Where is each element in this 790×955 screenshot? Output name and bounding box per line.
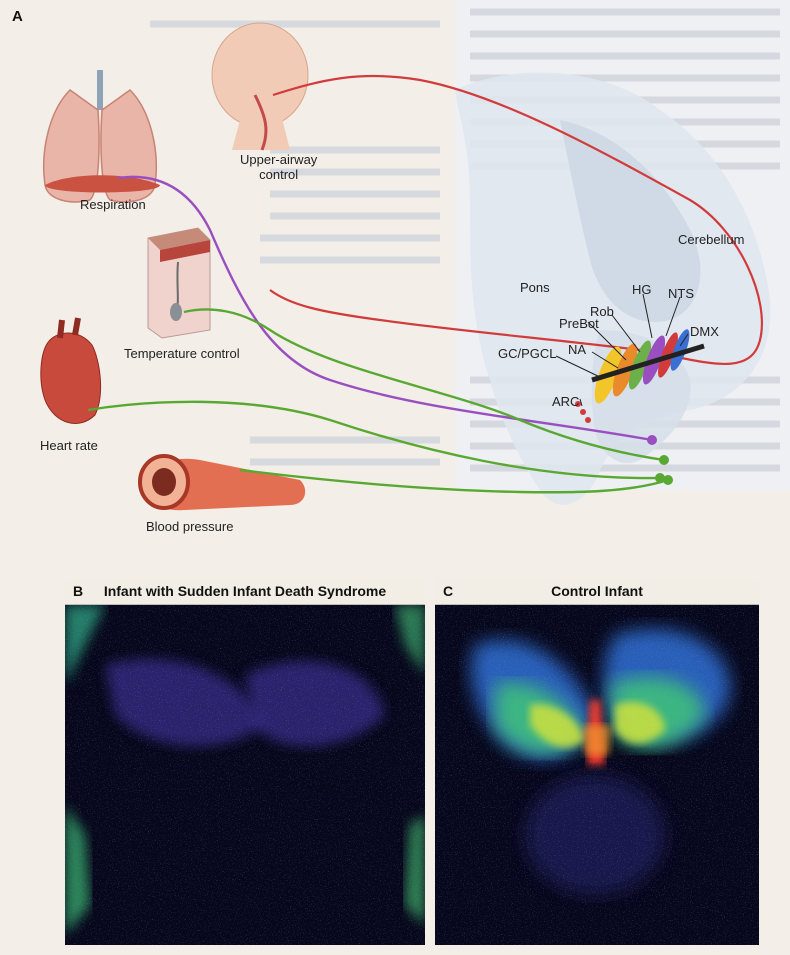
brainstem-nuclei [575, 327, 704, 423]
upper-airway-pathway [270, 76, 762, 364]
temperature-pathway [184, 309, 664, 460]
heart-rate-label: Heart rate [40, 438, 98, 453]
panel-b-header: B Infant with Sudden Infant Death Syndro… [65, 578, 425, 605]
blood-pressure-label: Blood pressure [146, 519, 233, 534]
blood-vessel-illustration [140, 456, 305, 510]
panel-b-scan-image [65, 605, 425, 945]
pons-label: Pons [520, 280, 550, 295]
panel-b-title: Infant with Sudden Infant Death Syndrome [65, 578, 425, 604]
na-label: NA [568, 342, 586, 357]
hg-label: HG [632, 282, 652, 297]
panel-c-header: C Control Infant [435, 578, 759, 605]
panel-c-scan-image [435, 605, 759, 945]
infant-head-illustration [212, 23, 308, 150]
gc-pgcl-label: GC/PGCL [498, 346, 557, 361]
nts-label: NTS [668, 286, 694, 301]
respiration-label: Respiration [80, 197, 146, 212]
dmx-label: DMX [690, 324, 719, 339]
upper-airway-label: Upper-airway control [240, 152, 317, 182]
skin-block-illustration [148, 228, 210, 338]
temperature-label: Temperature control [124, 346, 240, 361]
arc-label: ARC [552, 394, 579, 409]
cerebellum-label: Cerebellum [678, 232, 744, 247]
panel-a-letter: A [12, 8, 23, 25]
panel-c-title: Control Infant [435, 578, 759, 604]
heart-illustration [41, 318, 101, 423]
lungs-illustration [44, 70, 160, 202]
prebot-label: PreBot [559, 316, 599, 331]
physiology-diagram [0, 0, 790, 540]
